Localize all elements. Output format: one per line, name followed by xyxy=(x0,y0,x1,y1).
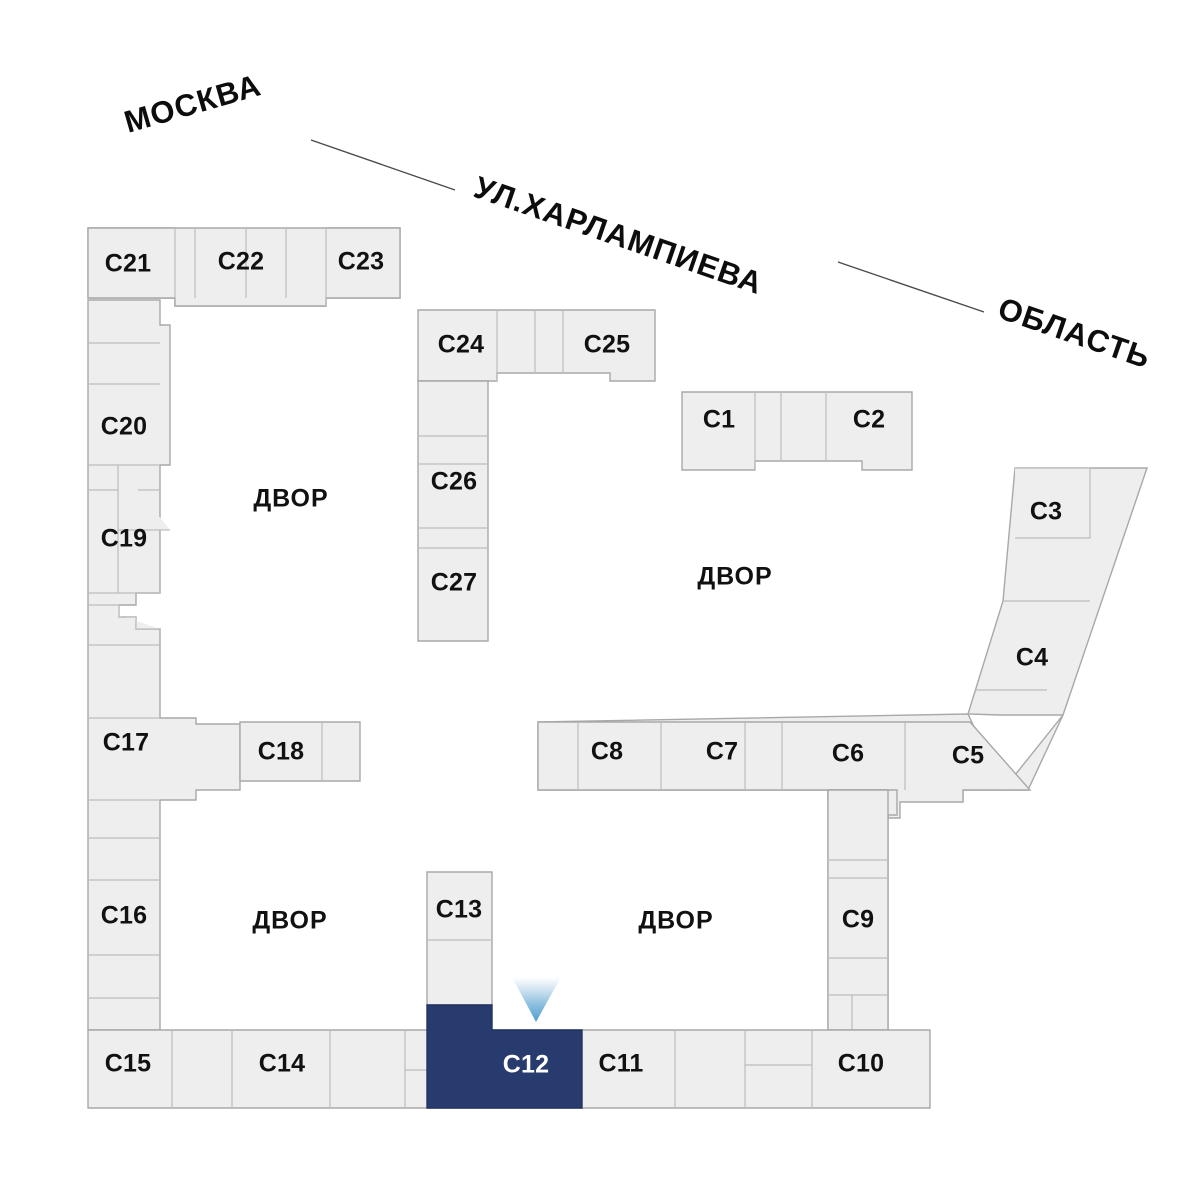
building-label-c25[interactable]: C25 xyxy=(584,331,630,359)
building-label-c1[interactable]: C1 xyxy=(703,406,735,434)
label-moscow: МОСКВА xyxy=(120,67,265,139)
building-label-c5[interactable]: C5 xyxy=(952,742,984,770)
building-label-c17[interactable]: C17 xyxy=(103,729,149,757)
building-block-c12-selected: C12 xyxy=(426,1004,583,1109)
building-c18-outline[interactable] xyxy=(239,721,361,782)
building-label-c15[interactable]: C15 xyxy=(105,1050,151,1078)
building-block-c24-c27: C24 C25 C26 C27 xyxy=(417,309,656,642)
building-label-c24[interactable]: C24 xyxy=(438,331,484,359)
building-label-c2[interactable]: C2 xyxy=(853,406,885,434)
leader-line-region xyxy=(837,261,985,313)
building-block-c21-c23: C21 C22 C23 xyxy=(87,227,401,307)
yard-label-3: ДВОР xyxy=(252,907,327,935)
divider-c3-a xyxy=(1015,467,1091,539)
yard-label-2: ДВОР xyxy=(697,563,772,591)
building-label-c10[interactable]: C10 xyxy=(838,1050,884,1078)
building-label-c12[interactable]: C12 xyxy=(503,1051,549,1079)
building-block-c9: C9 xyxy=(827,789,898,1031)
building-block-left-column: C20 C19 C17 C16 xyxy=(87,299,241,1031)
divider-stairs-c19 xyxy=(88,604,160,630)
building-label-c27[interactable]: C27 xyxy=(431,569,477,597)
building-strip-c5-c8-hull[interactable] xyxy=(537,721,1032,819)
building-strip-c26-c27[interactable] xyxy=(417,380,489,642)
building-label-c9[interactable]: C9 xyxy=(842,906,874,934)
building-block-c5-c8: C8 C7 C6 C5 xyxy=(537,713,1064,819)
building-strip-c1-c2[interactable] xyxy=(681,391,913,471)
building-label-c20[interactable]: C20 xyxy=(101,413,147,441)
building-label-c14[interactable]: C14 xyxy=(259,1050,305,1078)
building-label-c18[interactable]: C18 xyxy=(258,738,304,766)
yard-label-1: ДВОР xyxy=(253,485,328,513)
building-label-c21[interactable]: C21 xyxy=(105,250,151,278)
building-label-c3[interactable]: C3 xyxy=(1030,498,1062,526)
building-block-c18: C18 xyxy=(239,721,361,782)
building-c13-outline[interactable] xyxy=(426,871,493,1006)
building-label-c13[interactable]: C13 xyxy=(436,896,482,924)
building-block-c3-c5: C3 C4 xyxy=(967,467,1148,716)
building-block-c13: C13 xyxy=(426,871,493,1006)
label-street-name: УЛ.ХАРЛАМПИЕВА xyxy=(470,170,768,302)
building-label-c6[interactable]: C6 xyxy=(832,740,864,768)
marker-triangle-icon[interactable] xyxy=(512,977,561,1022)
building-label-c19[interactable]: C19 xyxy=(101,525,147,553)
yard-label-4: ДВОР xyxy=(638,907,713,935)
building-label-c16[interactable]: C16 xyxy=(101,902,147,930)
building-label-c7[interactable]: C7 xyxy=(706,738,738,766)
building-label-c22[interactable]: C22 xyxy=(218,248,264,276)
building-block-c1-c2: C1 C2 xyxy=(681,391,913,471)
building-label-c26[interactable]: C26 xyxy=(431,468,477,496)
leader-line-moscow xyxy=(310,139,456,191)
location-pin-marker[interactable] xyxy=(512,977,561,1022)
building-label-c8[interactable]: C8 xyxy=(591,738,623,766)
building-label-c11[interactable]: C11 xyxy=(598,1050,643,1078)
building-label-c23[interactable]: C23 xyxy=(338,248,384,276)
building-c12-outline[interactable] xyxy=(426,1004,583,1109)
building-label-c4[interactable]: C4 xyxy=(1016,644,1048,672)
label-region: ОБЛАСТЬ xyxy=(994,291,1156,376)
